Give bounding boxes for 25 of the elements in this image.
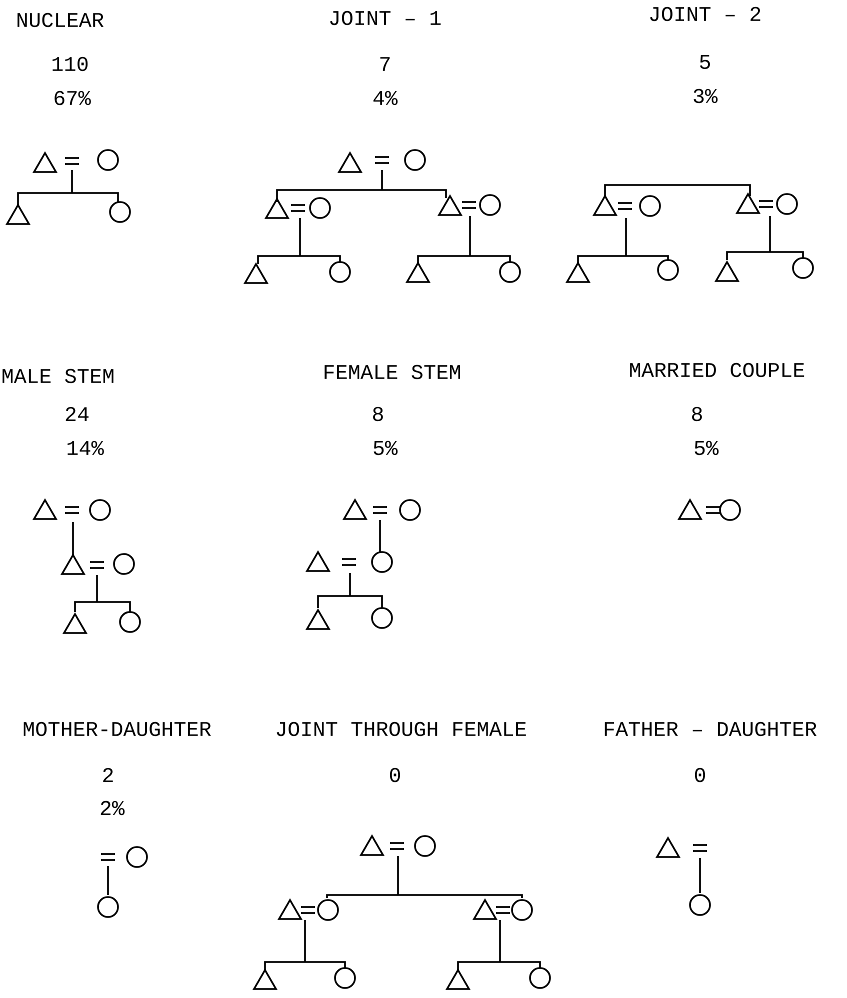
type-heading: NUCLEAR [18,12,104,28]
percentage: 2% [100,800,125,816]
type-heading: MOTHER-DAUGHTER [24,722,211,736]
type-heading: MALE STEM [2,368,114,384]
percentage: 4% [373,90,398,106]
count: 8 [373,406,383,422]
type-heading: JOINT – 2 [650,6,760,22]
type-heading: JOINT THROUGH FEMALE [276,722,526,736]
type-heading: FEMALE STEM [324,364,460,380]
count: 24 [66,406,89,422]
count: 5 [700,54,710,70]
count: 0 [390,768,400,782]
percentage: 67% [54,90,91,106]
type-heading: JOINT – 1 [330,10,441,26]
count: 7 [380,57,390,71]
type-heading: FATHER – DAUGHTER [604,722,817,736]
count: 0 [694,768,705,782]
percentage: 3% [694,88,718,104]
percentage: 5% [694,440,719,456]
count: 110 [52,56,88,72]
type-heading: MARRIED COUPLE [630,362,804,378]
percentage: 5% [374,440,398,456]
count: 8 [692,406,702,422]
count: 2 [103,768,113,782]
percentage: 14% [68,440,104,456]
